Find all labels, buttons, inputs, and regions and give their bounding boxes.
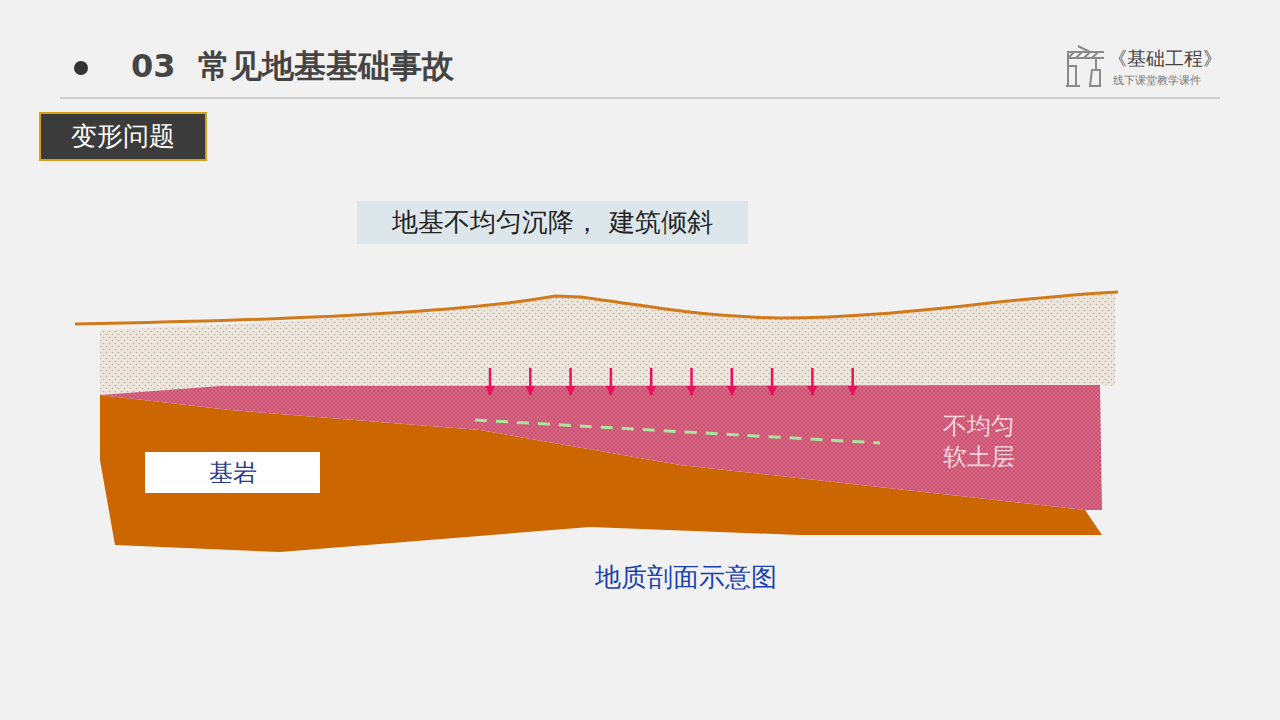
layer-label: 不均匀 软土层 bbox=[943, 411, 1023, 473]
arrow-head bbox=[687, 386, 697, 396]
page-title: 03 常见地基基础事故 bbox=[131, 45, 454, 89]
arrow-head bbox=[807, 386, 817, 396]
arrow-head bbox=[606, 386, 616, 396]
ground-surface bbox=[75, 292, 1118, 324]
node-text: 地基不均匀沉降， 建筑倾斜 bbox=[392, 205, 712, 240]
crane-icon bbox=[1066, 46, 1104, 86]
arrow-head bbox=[525, 386, 535, 396]
topsoil-layer bbox=[100, 292, 1115, 395]
settled-line bbox=[475, 420, 880, 443]
arrow-head bbox=[485, 386, 495, 396]
section-tag: 变形问题 bbox=[39, 112, 207, 161]
arrow-head bbox=[727, 386, 737, 396]
header-rule bbox=[60, 98, 1220, 99]
bullet-dot bbox=[74, 61, 88, 75]
arrow-head bbox=[848, 386, 858, 396]
soft-soil-layer: 不均匀 软土层 bbox=[100, 385, 1102, 511]
node-text: 基岩 bbox=[209, 457, 257, 489]
soft-soil-fill bbox=[100, 385, 1102, 510]
node-text: 变形问题 bbox=[71, 119, 175, 154]
bedrock-label-box: 基岩 bbox=[145, 452, 320, 493]
logo-subtitle: 线下课堂教学课件 bbox=[1113, 73, 1201, 88]
statement-box: 地基不均匀沉降， 建筑倾斜 bbox=[357, 201, 748, 244]
figure-caption: 地质剖面示意图 bbox=[0, 560, 1280, 595]
arrow-head bbox=[767, 386, 777, 396]
logo-title: 《基础工程》 bbox=[1108, 46, 1222, 72]
arrow-head bbox=[566, 386, 576, 396]
arrow-head bbox=[646, 386, 656, 396]
